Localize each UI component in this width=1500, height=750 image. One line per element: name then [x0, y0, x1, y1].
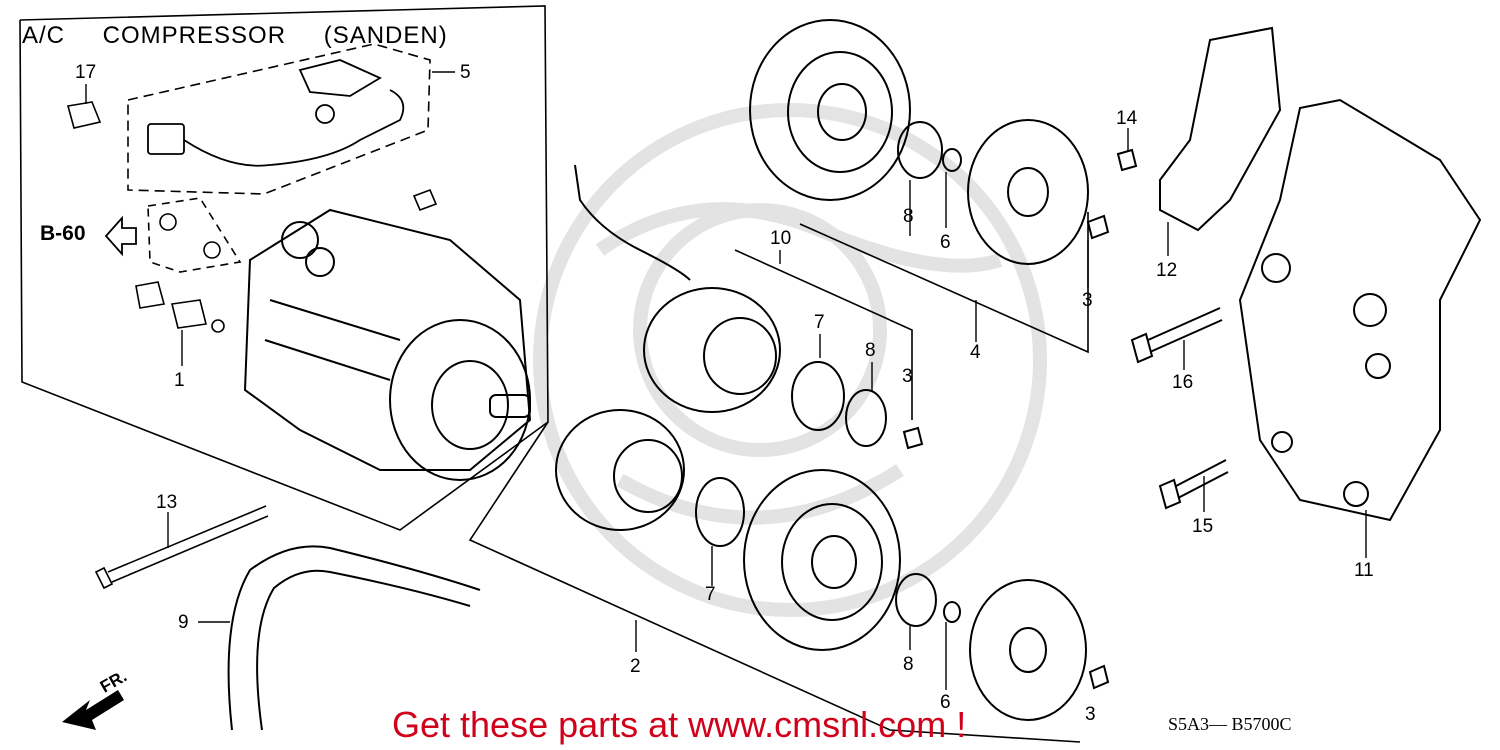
promo-banner[interactable]: Get these parts at www.cmsnl.com ! — [392, 704, 967, 745]
callout-3-bottom: 3 — [1085, 704, 1096, 725]
callout-17: 17 — [75, 62, 96, 83]
callout-2: 2 — [630, 656, 641, 677]
callout-7-lower: 7 — [705, 584, 716, 605]
diagram-title: A/C COMPRESSOR (SANDEN) — [22, 22, 448, 49]
drive-belt — [227, 545, 481, 731]
callout-6-bottom: 6 — [940, 692, 951, 713]
upper-clutch-group — [574, 19, 1110, 450]
callout-15: 15 — [1192, 516, 1213, 537]
wire-harness — [147, 59, 405, 167]
direction-arrow-icon — [62, 690, 124, 730]
callout-3-top: 3 — [1082, 290, 1093, 311]
bolt-long — [94, 505, 269, 590]
reference-arrow-icon — [104, 215, 137, 257]
callout-7-upper: 7 — [814, 312, 825, 333]
callout-9: 9 — [178, 612, 189, 633]
lower-clutch-group — [555, 409, 1110, 721]
assembly-outlines — [19, 5, 1089, 743]
callout-12: 12 — [1156, 260, 1177, 281]
compressor-body — [243, 208, 532, 481]
mounting-brackets — [1116, 26, 1482, 522]
callout-16: 16 — [1172, 372, 1193, 393]
callout-10: 10 — [770, 228, 791, 249]
leader-lines — [85, 71, 1367, 690]
callout-5: 5 — [460, 62, 471, 83]
callout-3-mid: 3 — [902, 366, 913, 387]
callout-14: 14 — [1116, 108, 1138, 129]
callout-6-top: 6 — [940, 232, 951, 253]
small-fittings — [66, 101, 438, 333]
diagram-code: S5A3— B5700C — [1168, 714, 1292, 734]
callout-8-top: 8 — [903, 206, 914, 227]
callout-8-bottom: 8 — [903, 654, 914, 675]
callout-1: 1 — [174, 370, 185, 391]
callout-8-mid: 8 — [865, 340, 876, 361]
callout-11: 11 — [1354, 560, 1374, 581]
reference-label: B-60 — [40, 222, 86, 245]
watermark-logo — [533, 103, 1047, 617]
callout-4: 4 — [970, 342, 981, 363]
callout-13: 13 — [156, 492, 177, 513]
